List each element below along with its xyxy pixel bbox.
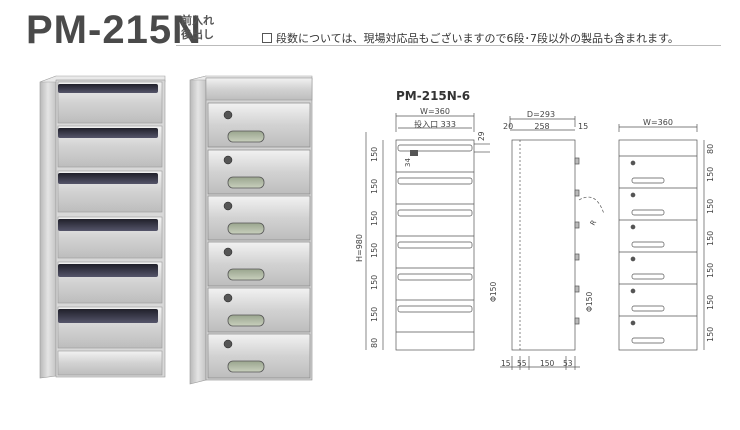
back-door-windows xyxy=(630,160,665,344)
top-gap-dim: 29 xyxy=(477,131,486,141)
side-front-dim: 20 xyxy=(503,122,513,131)
checkbox-square-icon xyxy=(262,33,272,43)
back-row-dim-3: 150 xyxy=(706,231,715,246)
lock-dim-left: Φ150 xyxy=(489,282,498,302)
row-height-dim-3: 150 xyxy=(370,211,379,226)
back-top-dim: 80 xyxy=(706,144,715,154)
back-row-dim-1: 150 xyxy=(706,167,715,182)
subtitle-line-1: 前入れ xyxy=(181,14,214,27)
door-swing-label: R xyxy=(589,219,598,227)
back-view-photo xyxy=(189,75,313,385)
row-height-dim-2: 150 xyxy=(370,179,379,194)
total-height-dim: H=980 xyxy=(355,234,364,262)
side-hinges xyxy=(574,157,580,325)
front-width-dim: W=360 xyxy=(420,107,450,116)
slot-width-dim: 投入口 333 xyxy=(414,119,456,129)
side-depth-dim: D=293 xyxy=(527,110,555,119)
subtitle-line-2: 後出し xyxy=(181,28,214,41)
front-mailbox-rows xyxy=(57,81,163,349)
side-middle-dim: 258 xyxy=(534,122,549,131)
bottom-height-dim: 80 xyxy=(370,338,379,348)
header-rule xyxy=(176,45,721,46)
row-height-dim-1: 150 xyxy=(370,147,379,162)
side-back-dim: 15 xyxy=(578,122,588,131)
front-slots xyxy=(397,144,473,313)
row-height-dim-4: 150 xyxy=(370,243,379,258)
bottom-dim-3: 150 xyxy=(540,359,555,368)
front-view-photo xyxy=(39,75,166,379)
technical-drawing: PM-215N-6 W=360 投入口 333 29 34 150 150 15… xyxy=(355,89,715,370)
back-row-dim-5: 150 xyxy=(706,295,715,310)
back-mailbox-doors xyxy=(207,102,311,379)
bottom-dim-1: 15 xyxy=(501,359,511,368)
bottom-dim-4: 53 xyxy=(563,359,573,368)
stage-note-text: 段数については、現場対応品もございますので6段･7段以外の製品も含まれます。 xyxy=(276,32,679,45)
back-row-dim-4: 150 xyxy=(706,263,715,278)
bottom-dim-2: 55 xyxy=(517,359,527,368)
back-width-dim: W=360 xyxy=(643,118,673,127)
back-row-dim-2: 150 xyxy=(706,199,715,214)
model-label: PM-215N-6 xyxy=(396,89,470,103)
row-height-dim-6: 150 xyxy=(370,307,379,322)
product-subtitle: 前入れ 後出し xyxy=(181,14,214,42)
lock-dim-right: Φ150 xyxy=(585,292,594,312)
row-height-dim-5: 150 xyxy=(370,275,379,290)
back-row-dim-6: 150 xyxy=(706,327,715,342)
product-title: PM-215N xyxy=(26,8,202,52)
slot-height-dim: 34 xyxy=(404,158,412,167)
stage-note: 段数については、現場対応品もございますので6段･7段以外の製品も含まれます。 xyxy=(262,30,679,46)
